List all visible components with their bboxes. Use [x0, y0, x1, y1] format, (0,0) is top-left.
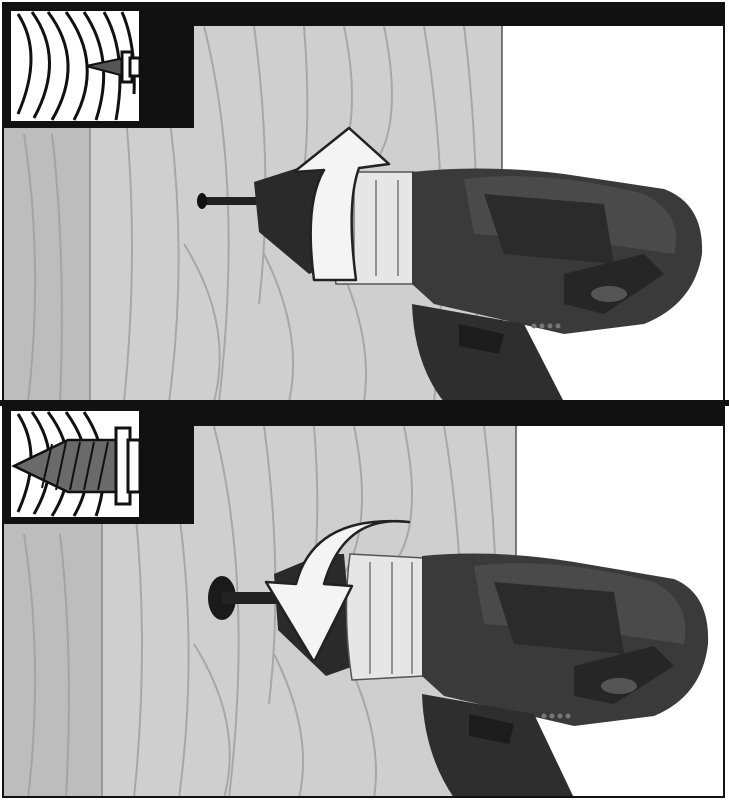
panel-screw-seated — [4, 404, 725, 798]
drive-screw-illustration — [4, 4, 725, 402]
panel-drive-screw — [4, 4, 725, 402]
screw-seated-in-wood-icon — [4, 404, 194, 524]
clutch-collar — [346, 554, 429, 680]
screw-seated-illustration — [4, 404, 725, 798]
drill-bit — [200, 197, 260, 205]
panel-divider — [0, 400, 729, 406]
screw-entering-wood-icon — [4, 4, 194, 128]
